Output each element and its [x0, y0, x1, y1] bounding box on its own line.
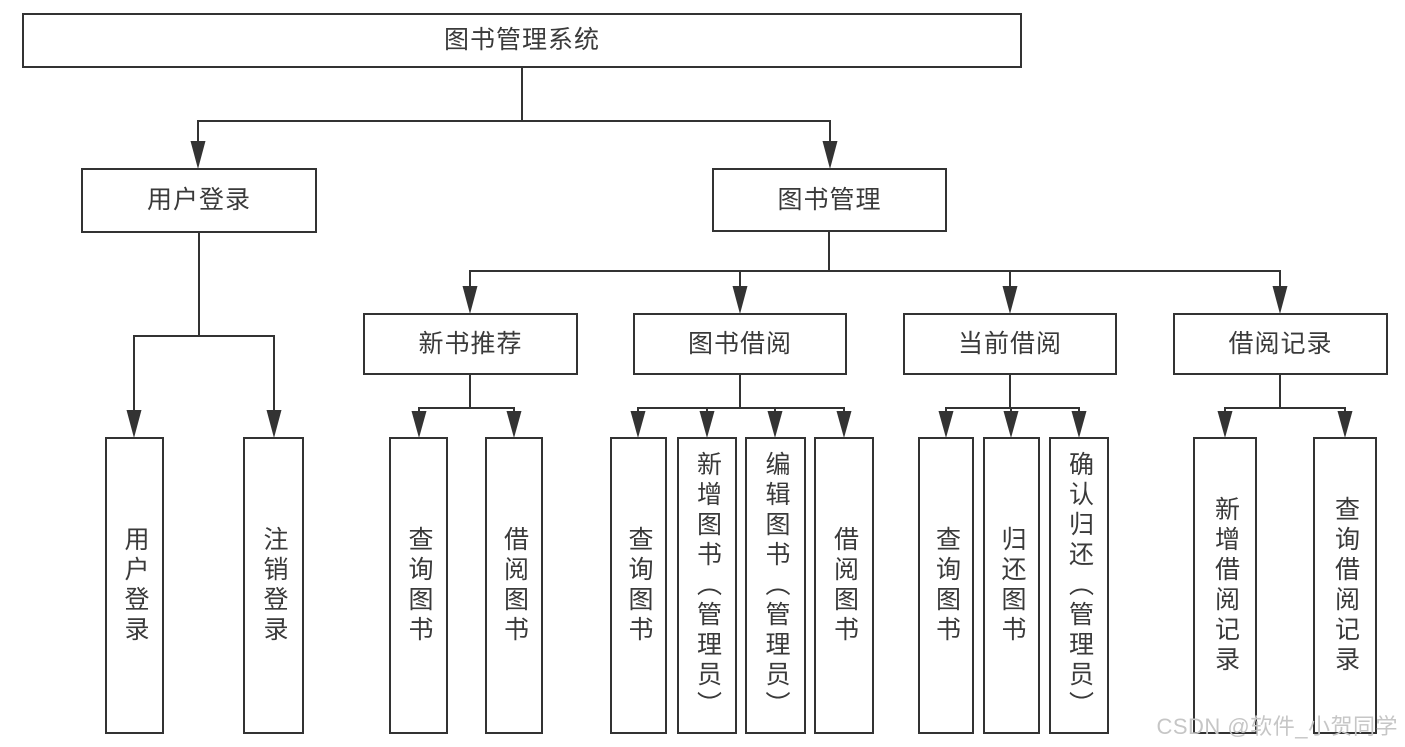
node-current-borrow: 当前借阅 [903, 313, 1117, 375]
connector-user-login [126, 233, 282, 438]
leaf-borrow-edit-books-admin: 编辑图书（管理员） [745, 437, 806, 734]
leaf-records-query-record: 查询借阅记录 [1313, 437, 1377, 734]
connector-new-book-recommend [411, 375, 522, 438]
csdn-watermark: CSDN @软件_小贺同学 [1156, 714, 1398, 739]
leaf-current-confirm-return-admin: 确认归还（管理员） [1049, 437, 1109, 734]
connector-book-management [462, 232, 1288, 314]
connector-current-borrow [938, 375, 1087, 438]
leaf-current-query-books: 查询图书 [918, 437, 974, 734]
node-new-book-recommend: 新书推荐 [363, 313, 578, 375]
connector-borrow-records [1217, 375, 1353, 438]
leaf-borrow-add-books-admin: 新增图书（管理员） [677, 437, 737, 734]
leaf-user-login: 用户登录 [105, 437, 164, 734]
leaf-borrow-borrow-books: 借阅图书 [814, 437, 874, 734]
leaf-borrow-query-books: 查询图书 [610, 437, 667, 734]
node-book-management: 图书管理 [712, 168, 947, 232]
leaf-records-add-record: 新增借阅记录 [1193, 437, 1257, 734]
connector-root [190, 68, 838, 169]
node-borrow-records: 借阅记录 [1173, 313, 1388, 375]
node-root-library-system: 图书管理系统 [22, 13, 1022, 68]
leaf-recommend-query-books: 查询图书 [389, 437, 448, 734]
leaf-logout: 注销登录 [243, 437, 304, 734]
node-book-borrow: 图书借阅 [633, 313, 847, 375]
leaf-recommend-borrow-books: 借阅图书 [485, 437, 543, 734]
connector-book-borrow [630, 375, 852, 438]
leaf-current-return-books: 归还图书 [983, 437, 1040, 734]
node-user-login: 用户登录 [81, 168, 317, 233]
